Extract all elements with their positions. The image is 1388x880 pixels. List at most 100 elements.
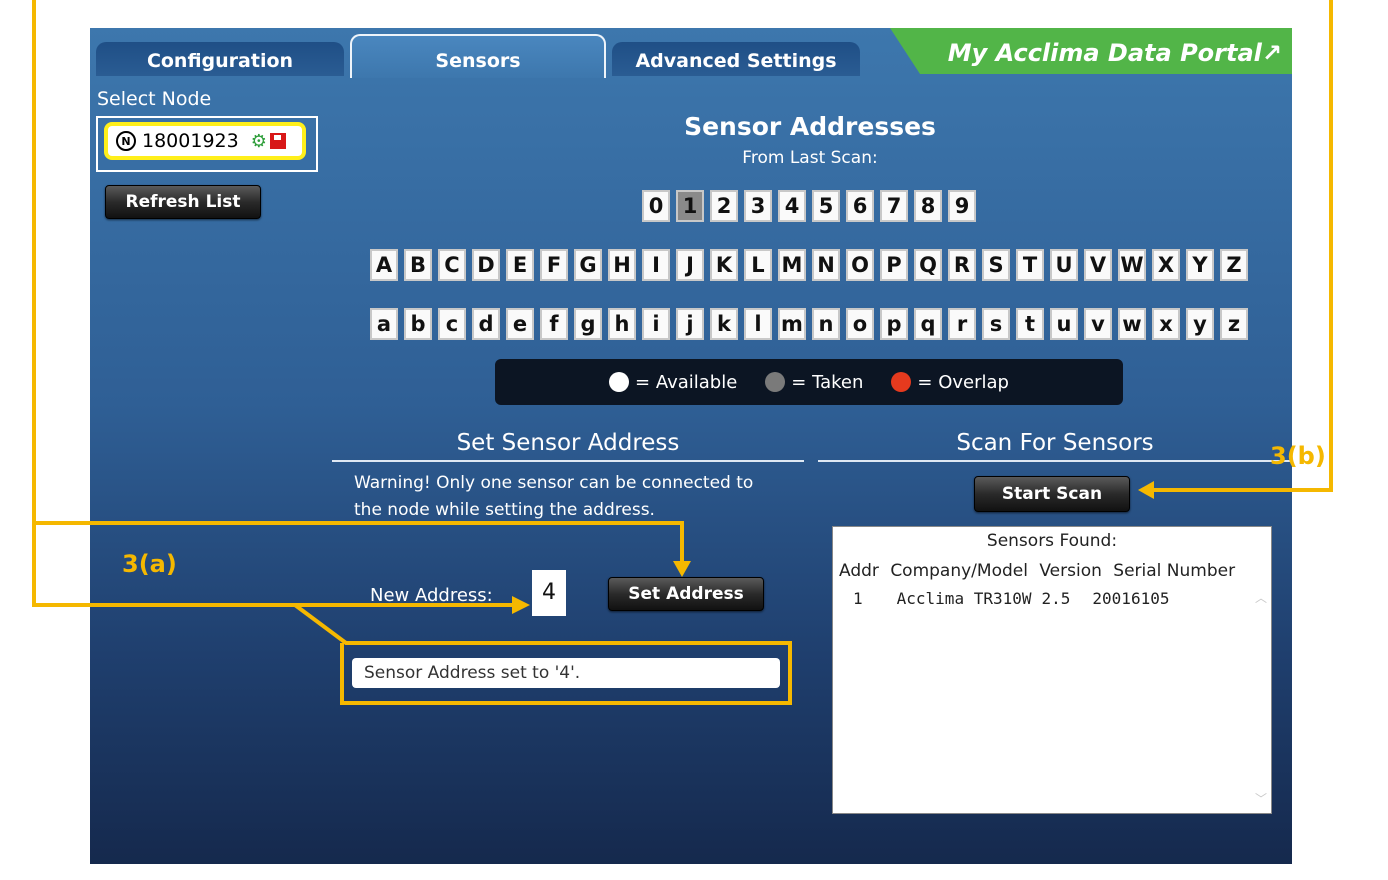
address-key: a — [370, 308, 398, 340]
address-key: A — [370, 249, 398, 281]
address-key: v — [1084, 308, 1112, 340]
set-sensor-address-title: Set Sensor Address — [456, 430, 680, 456]
address-key: U — [1050, 249, 1078, 281]
address-key: O — [846, 249, 874, 281]
tab-advanced-settings[interactable]: Advanced Settings — [612, 42, 860, 76]
available-dot-icon — [609, 372, 630, 392]
results-title: Sensors Found: — [986, 531, 1118, 551]
address-key: R — [948, 249, 976, 281]
annotation-3b-label: 3(b) — [1270, 442, 1326, 470]
set-address-button[interactable]: Set Address — [608, 577, 764, 611]
address-key: y — [1186, 308, 1214, 340]
results-header: Addr Company/Model Version Serial Number — [839, 561, 1235, 581]
address-key: Y — [1186, 249, 1214, 281]
address-key: S — [982, 249, 1010, 281]
address-key: L — [744, 249, 772, 281]
node-list: N 18001923 ⚙ — [96, 116, 318, 172]
legend-taken: = Taken — [765, 372, 863, 393]
address-key: I — [642, 249, 670, 281]
scan-for-sensors-title: Scan For Sensors — [956, 430, 1154, 456]
address-key: 7 — [880, 190, 908, 222]
address-key: o — [846, 308, 874, 340]
address-key: T — [1016, 249, 1044, 281]
address-key: 6 — [846, 190, 874, 222]
legend-overlap-label: = Overlap — [917, 371, 1009, 393]
tab-sensors[interactable]: Sensors — [350, 34, 606, 78]
address-key: c — [438, 308, 466, 340]
address-key: G — [574, 249, 602, 281]
address-key: h — [608, 308, 636, 340]
save-icon — [269, 133, 286, 149]
address-key: n — [812, 308, 840, 340]
address-key: 8 — [914, 190, 942, 222]
legend-available-label: = Available — [635, 371, 738, 393]
sensors-found-list[interactable]: Sensors Found: Addr Company/Model Versio… — [832, 526, 1272, 814]
legend-overlap: = Overlap — [891, 372, 1009, 393]
address-key: M — [778, 249, 806, 281]
sensor-addresses-subtitle: From Last Scan: — [742, 148, 878, 168]
node-id: 18001923 — [142, 130, 239, 152]
row-version: 2.5 — [1041, 589, 1071, 608]
address-key: m — [778, 308, 806, 340]
row-model: Acclima TR310W — [896, 589, 1032, 608]
row-addr: 1 — [853, 589, 863, 608]
address-key: s — [982, 308, 1010, 340]
col-company-model: Company/Model — [890, 561, 1028, 581]
address-key: u — [1050, 308, 1078, 340]
select-node-label: Select Node — [97, 88, 212, 110]
address-key: D — [472, 249, 500, 281]
address-key: e — [506, 308, 534, 340]
address-key: 4 — [778, 190, 806, 222]
address-key: C — [438, 249, 466, 281]
warning-line-1: Warning! Only one sensor can be connecte… — [354, 473, 754, 493]
address-key: J — [676, 249, 704, 281]
address-key: z — [1220, 308, 1248, 340]
address-key: 2 — [710, 190, 738, 222]
col-serial: Serial Number — [1113, 561, 1236, 581]
tab-configuration[interactable]: Configuration — [96, 42, 344, 76]
legend-taken-label: = Taken — [791, 371, 864, 393]
sensor-addresses-title: Sensor Addresses — [684, 112, 936, 141]
col-version: Version — [1039, 561, 1102, 581]
address-key: P — [880, 249, 908, 281]
new-address-input[interactable]: 4 — [532, 570, 566, 616]
table-row[interactable]: 1 Acclima TR310W 2.5 20016105 — [853, 589, 1169, 608]
address-key: r — [948, 308, 976, 340]
address-key: j — [676, 308, 704, 340]
address-key: E — [506, 249, 534, 281]
annotation-3a-label: 3(a) — [122, 550, 177, 578]
address-key: b — [404, 308, 432, 340]
gear-icon: ⚙ — [250, 130, 267, 152]
address-key: W — [1118, 249, 1146, 281]
address-key: X — [1152, 249, 1180, 281]
address-key: 9 — [948, 190, 976, 222]
address-key: N — [812, 249, 840, 281]
col-addr: Addr — [839, 561, 879, 581]
address-key: 5 — [812, 190, 840, 222]
taken-dot-icon — [765, 372, 786, 392]
row-serial: 20016105 — [1092, 589, 1170, 608]
scroll-up-icon[interactable]: ︿ — [1254, 591, 1267, 605]
address-key: q — [914, 308, 942, 340]
address-key: t — [1016, 308, 1044, 340]
address-key: 0 — [642, 190, 670, 222]
address-key: V — [1084, 249, 1112, 281]
data-portal-link[interactable]: My Acclima Data Portal↗ — [890, 28, 1292, 74]
node-list-item[interactable]: N 18001923 ⚙ — [104, 122, 306, 160]
scan-divider — [818, 460, 1292, 462]
acclima-app-window: Configuration Sensors Advanced Settings … — [90, 28, 1292, 864]
address-key: w — [1118, 308, 1146, 340]
warning-line-2: the node while setting the address. — [354, 500, 655, 520]
refresh-list-button[interactable]: Refresh List — [105, 185, 261, 219]
start-scan-button[interactable]: Start Scan — [974, 476, 1130, 512]
address-key: K — [710, 249, 738, 281]
address-key: i — [642, 308, 670, 340]
scroll-down-icon[interactable]: ﹀ — [1254, 792, 1267, 806]
status-message-field: Sensor Address set to '4'. — [352, 658, 780, 688]
address-key: l — [744, 308, 772, 340]
address-key: g — [574, 308, 602, 340]
address-key: 1 — [676, 190, 704, 222]
address-key: p — [880, 308, 908, 340]
set-address-divider — [332, 460, 804, 462]
